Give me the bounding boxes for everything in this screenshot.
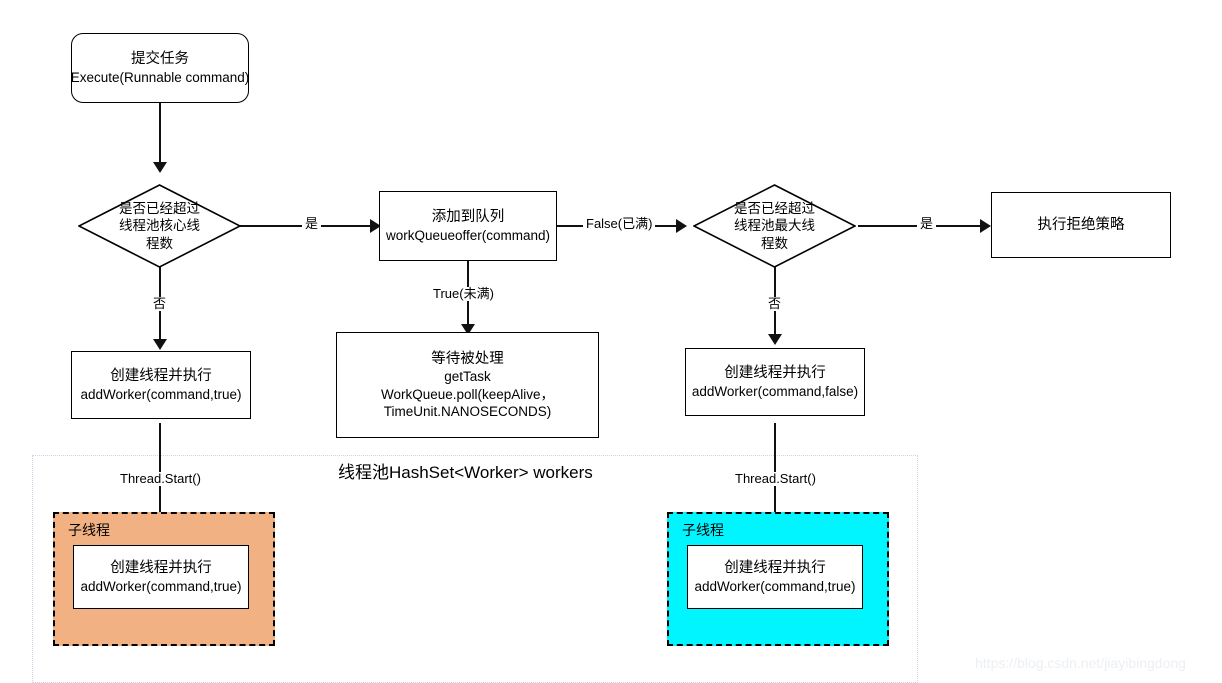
arrowhead-max-to-create	[768, 334, 782, 345]
node-create-thread-false-line2: addWorker(command,false)	[691, 383, 859, 399]
node-wait-processed-line2: getTask	[444, 369, 491, 385]
node-reject-policy[interactable]: 执行拒绝策略	[991, 192, 1171, 258]
node-worker-right-line2: addWorker(command,true)	[694, 578, 856, 594]
arrowhead-max-to-reject	[980, 219, 991, 233]
node-wait-processed[interactable]: 等待被处理 getTask WorkQueue.poll(keepAlive， …	[336, 332, 599, 438]
node-add-to-queue-line1: 添加到队列	[431, 209, 505, 226]
node-add-to-queue[interactable]: 添加到队列 workQueueoffer(command)	[379, 191, 557, 261]
node-create-thread-false[interactable]: 创建线程并执行 addWorker(command,false)	[685, 348, 865, 416]
node-wait-processed-line4: TimeUnit.NANOSECONDS)	[383, 403, 552, 419]
node-worker-left-line2: addWorker(command,true)	[80, 578, 242, 594]
child-thread-label-right: 子线程	[682, 522, 724, 538]
node-create-thread-true-line1: 创建线程并执行	[110, 368, 212, 385]
node-create-thread-true-line2: addWorker(command,true)	[80, 386, 242, 402]
edge-label-core-yes: 是	[302, 216, 322, 232]
arrowhead-submit-to-core	[153, 162, 167, 173]
edge-label-max-yes: 是	[917, 216, 937, 232]
node-submit-task-line1: 提交任务	[131, 51, 189, 68]
child-thread-label-left: 子线程	[68, 522, 110, 538]
arrowhead-core-to-queue	[370, 219, 381, 233]
edge-label-max-no: 否	[765, 296, 785, 312]
edge-label-thread-start-left: Thread.Start()	[117, 471, 204, 487]
node-worker-right-line1: 创建线程并执行	[724, 560, 826, 577]
edge-label-queue-true: True(未满)	[430, 286, 497, 302]
node-create-thread-true[interactable]: 创建线程并执行 addWorker(command,true)	[71, 351, 251, 419]
edge-label-queue-false: False(已满)	[583, 216, 656, 232]
node-decision-core-threads[interactable]: 是否已经超过 线程池核心线 程数	[78, 184, 241, 268]
node-submit-task[interactable]: 提交任务 Execute(Runnable command)	[71, 33, 249, 103]
node-worker-right[interactable]: 创建线程并执行 addWorker(command,true)	[687, 545, 863, 609]
arrowhead-core-to-create	[153, 339, 167, 350]
node-reject-policy-line1: 执行拒绝策略	[1037, 216, 1125, 233]
node-wait-processed-line1: 等待被处理	[431, 350, 504, 367]
node-decision-max-threads[interactable]: 是否已经超过 线程池最大线 程数	[693, 184, 856, 268]
diamond-shape-core	[78, 184, 241, 268]
node-add-to-queue-line2: workQueueoffer(command)	[385, 227, 551, 243]
node-worker-left-line1: 创建线程并执行	[110, 560, 212, 577]
arrowhead-queue-to-max	[676, 219, 687, 233]
connector-submit-to-core	[159, 103, 161, 166]
node-create-thread-false-line1: 创建线程并执行	[724, 365, 826, 382]
thread-pool-title: 线程池HashSet<Worker> workers	[338, 463, 593, 482]
arrowhead-queue-to-wait	[461, 324, 475, 335]
edge-label-thread-start-right: Thread.Start()	[732, 471, 819, 487]
node-worker-left[interactable]: 创建线程并执行 addWorker(command,true)	[73, 545, 249, 609]
edge-label-core-no: 否	[150, 296, 170, 312]
diamond-shape-max	[693, 184, 856, 268]
node-wait-processed-line3: WorkQueue.poll(keepAlive，	[380, 386, 555, 402]
watermark-url: https://blog.csdn.net/jiayibingdong	[975, 655, 1186, 671]
node-submit-task-line2: Execute(Runnable command)	[70, 69, 250, 85]
